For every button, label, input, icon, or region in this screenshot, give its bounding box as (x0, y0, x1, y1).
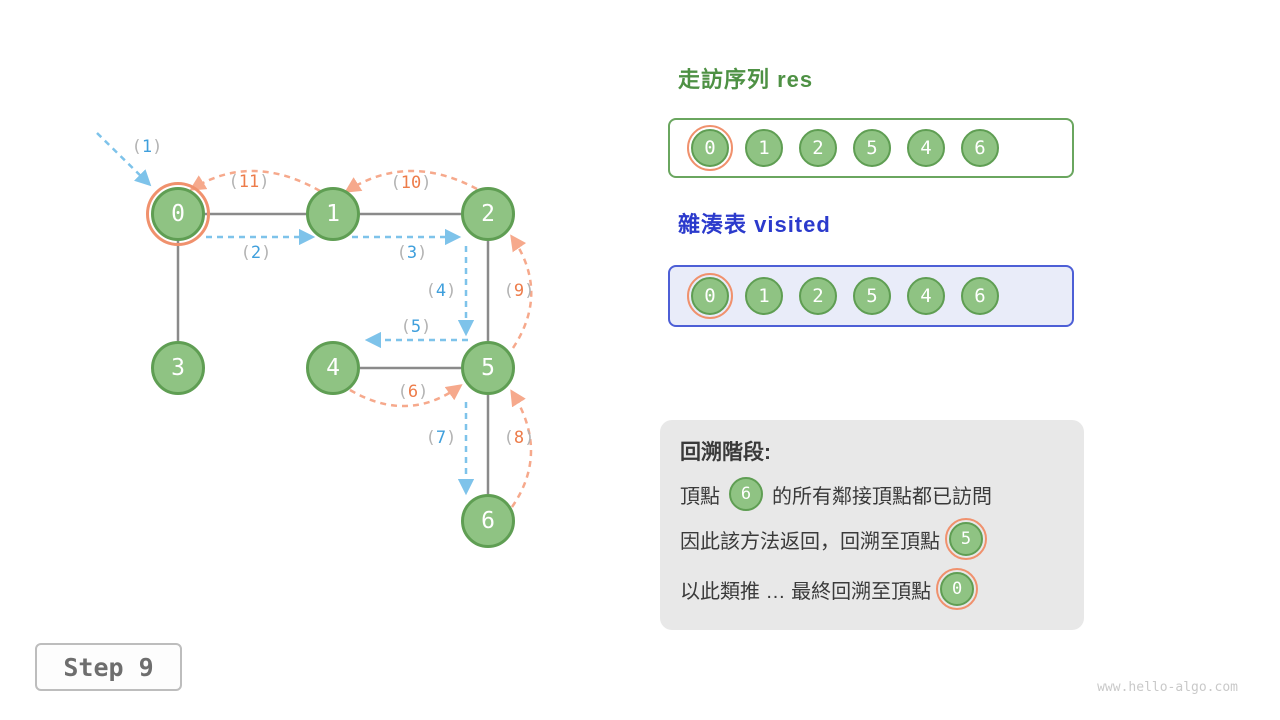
graph-node-5: 5 (461, 341, 515, 395)
visited-panel-title: 雜湊表 visited (678, 212, 831, 237)
visited-item-5: 6 (961, 277, 999, 315)
note-node-6: 6 (729, 477, 763, 511)
note-line1-post: 的所有鄰接頂點都已訪問 (772, 485, 992, 508)
step-label-11: 11 (229, 172, 270, 192)
note-line1-pre: 頂點 (680, 485, 720, 508)
visited-hash-box: 0 1 2 5 4 6 (668, 265, 1074, 327)
res-item-4: 4 (907, 129, 945, 167)
note-title: 回溯階段: (680, 441, 771, 464)
graph-node-1: 1 (306, 187, 360, 241)
graph-node-0: 0 (146, 182, 210, 246)
graph-node-3: 3 (151, 341, 205, 395)
backtrack-arrow-4-5 (349, 384, 463, 408)
step-label-9: 9 (504, 281, 535, 301)
visited-item-4: 4 (907, 277, 945, 315)
backtrack-arrow-1-0 (189, 169, 321, 193)
forward-arrow-set (96, 132, 475, 496)
note-line3-pre: 以此類推 … 最終回溯至頂點 (680, 580, 932, 603)
step-indicator: Step 9 (35, 643, 182, 691)
forward-arrow-enter-0 (96, 132, 152, 187)
backtrack-arrow-2-1 (344, 169, 478, 193)
graph-edges-and-arrows (96, 132, 533, 508)
graph-node-2: 2 (461, 187, 515, 241)
graph-node-4: 4 (306, 341, 360, 395)
step-label-7: 7 (426, 428, 457, 448)
visited-item-0: 0 (687, 273, 733, 319)
step-label-10: 10 (391, 173, 432, 193)
note-line-2: 因此該方法返回，回溯至頂點 5 (680, 518, 1064, 560)
note-node-0: 0 (936, 568, 979, 610)
graph-edge-set (176, 212, 490, 494)
step-label-1: 1 (132, 137, 163, 157)
step-label-8: 8 (504, 428, 535, 448)
res-sequence-box: 0 1 2 5 4 6 (668, 118, 1074, 178)
watermark: www.hello-algo.com (1097, 680, 1238, 695)
note-line2-pre: 因此該方法返回，回溯至頂點 (680, 530, 940, 553)
note-line-1: 頂點 6 的所有鄰接頂點都已訪問 (680, 477, 1064, 511)
step-label-2: 2 (241, 243, 272, 263)
res-panel-title: 走訪序列 res (678, 67, 814, 92)
visited-item-2: 2 (799, 277, 837, 315)
res-item-2: 2 (799, 129, 837, 167)
note-line-3: 以此類推 … 最終回溯至頂點 0 (680, 568, 1064, 610)
backtrack-arrow-6-5 (510, 389, 533, 508)
step-label-6: 6 (398, 382, 429, 402)
res-item-5: 6 (961, 129, 999, 167)
note-node-5: 5 (945, 518, 987, 560)
step-label-4: 4 (426, 281, 457, 301)
backtrack-arrow-set (189, 169, 533, 508)
backtrack-note-box: 回溯階段: 頂點 6 的所有鄰接頂點都已訪問 因此該方法返回，回溯至頂點 5 以… (660, 420, 1084, 630)
visited-item-1: 1 (745, 277, 783, 315)
step-label-5: 5 (401, 317, 432, 337)
res-item-1: 1 (745, 129, 783, 167)
graph-node-6: 6 (461, 494, 515, 548)
res-item-0: 0 (687, 125, 733, 171)
visited-item-3: 5 (853, 277, 891, 315)
res-item-3: 5 (853, 129, 891, 167)
step-label-3: 3 (397, 243, 428, 263)
